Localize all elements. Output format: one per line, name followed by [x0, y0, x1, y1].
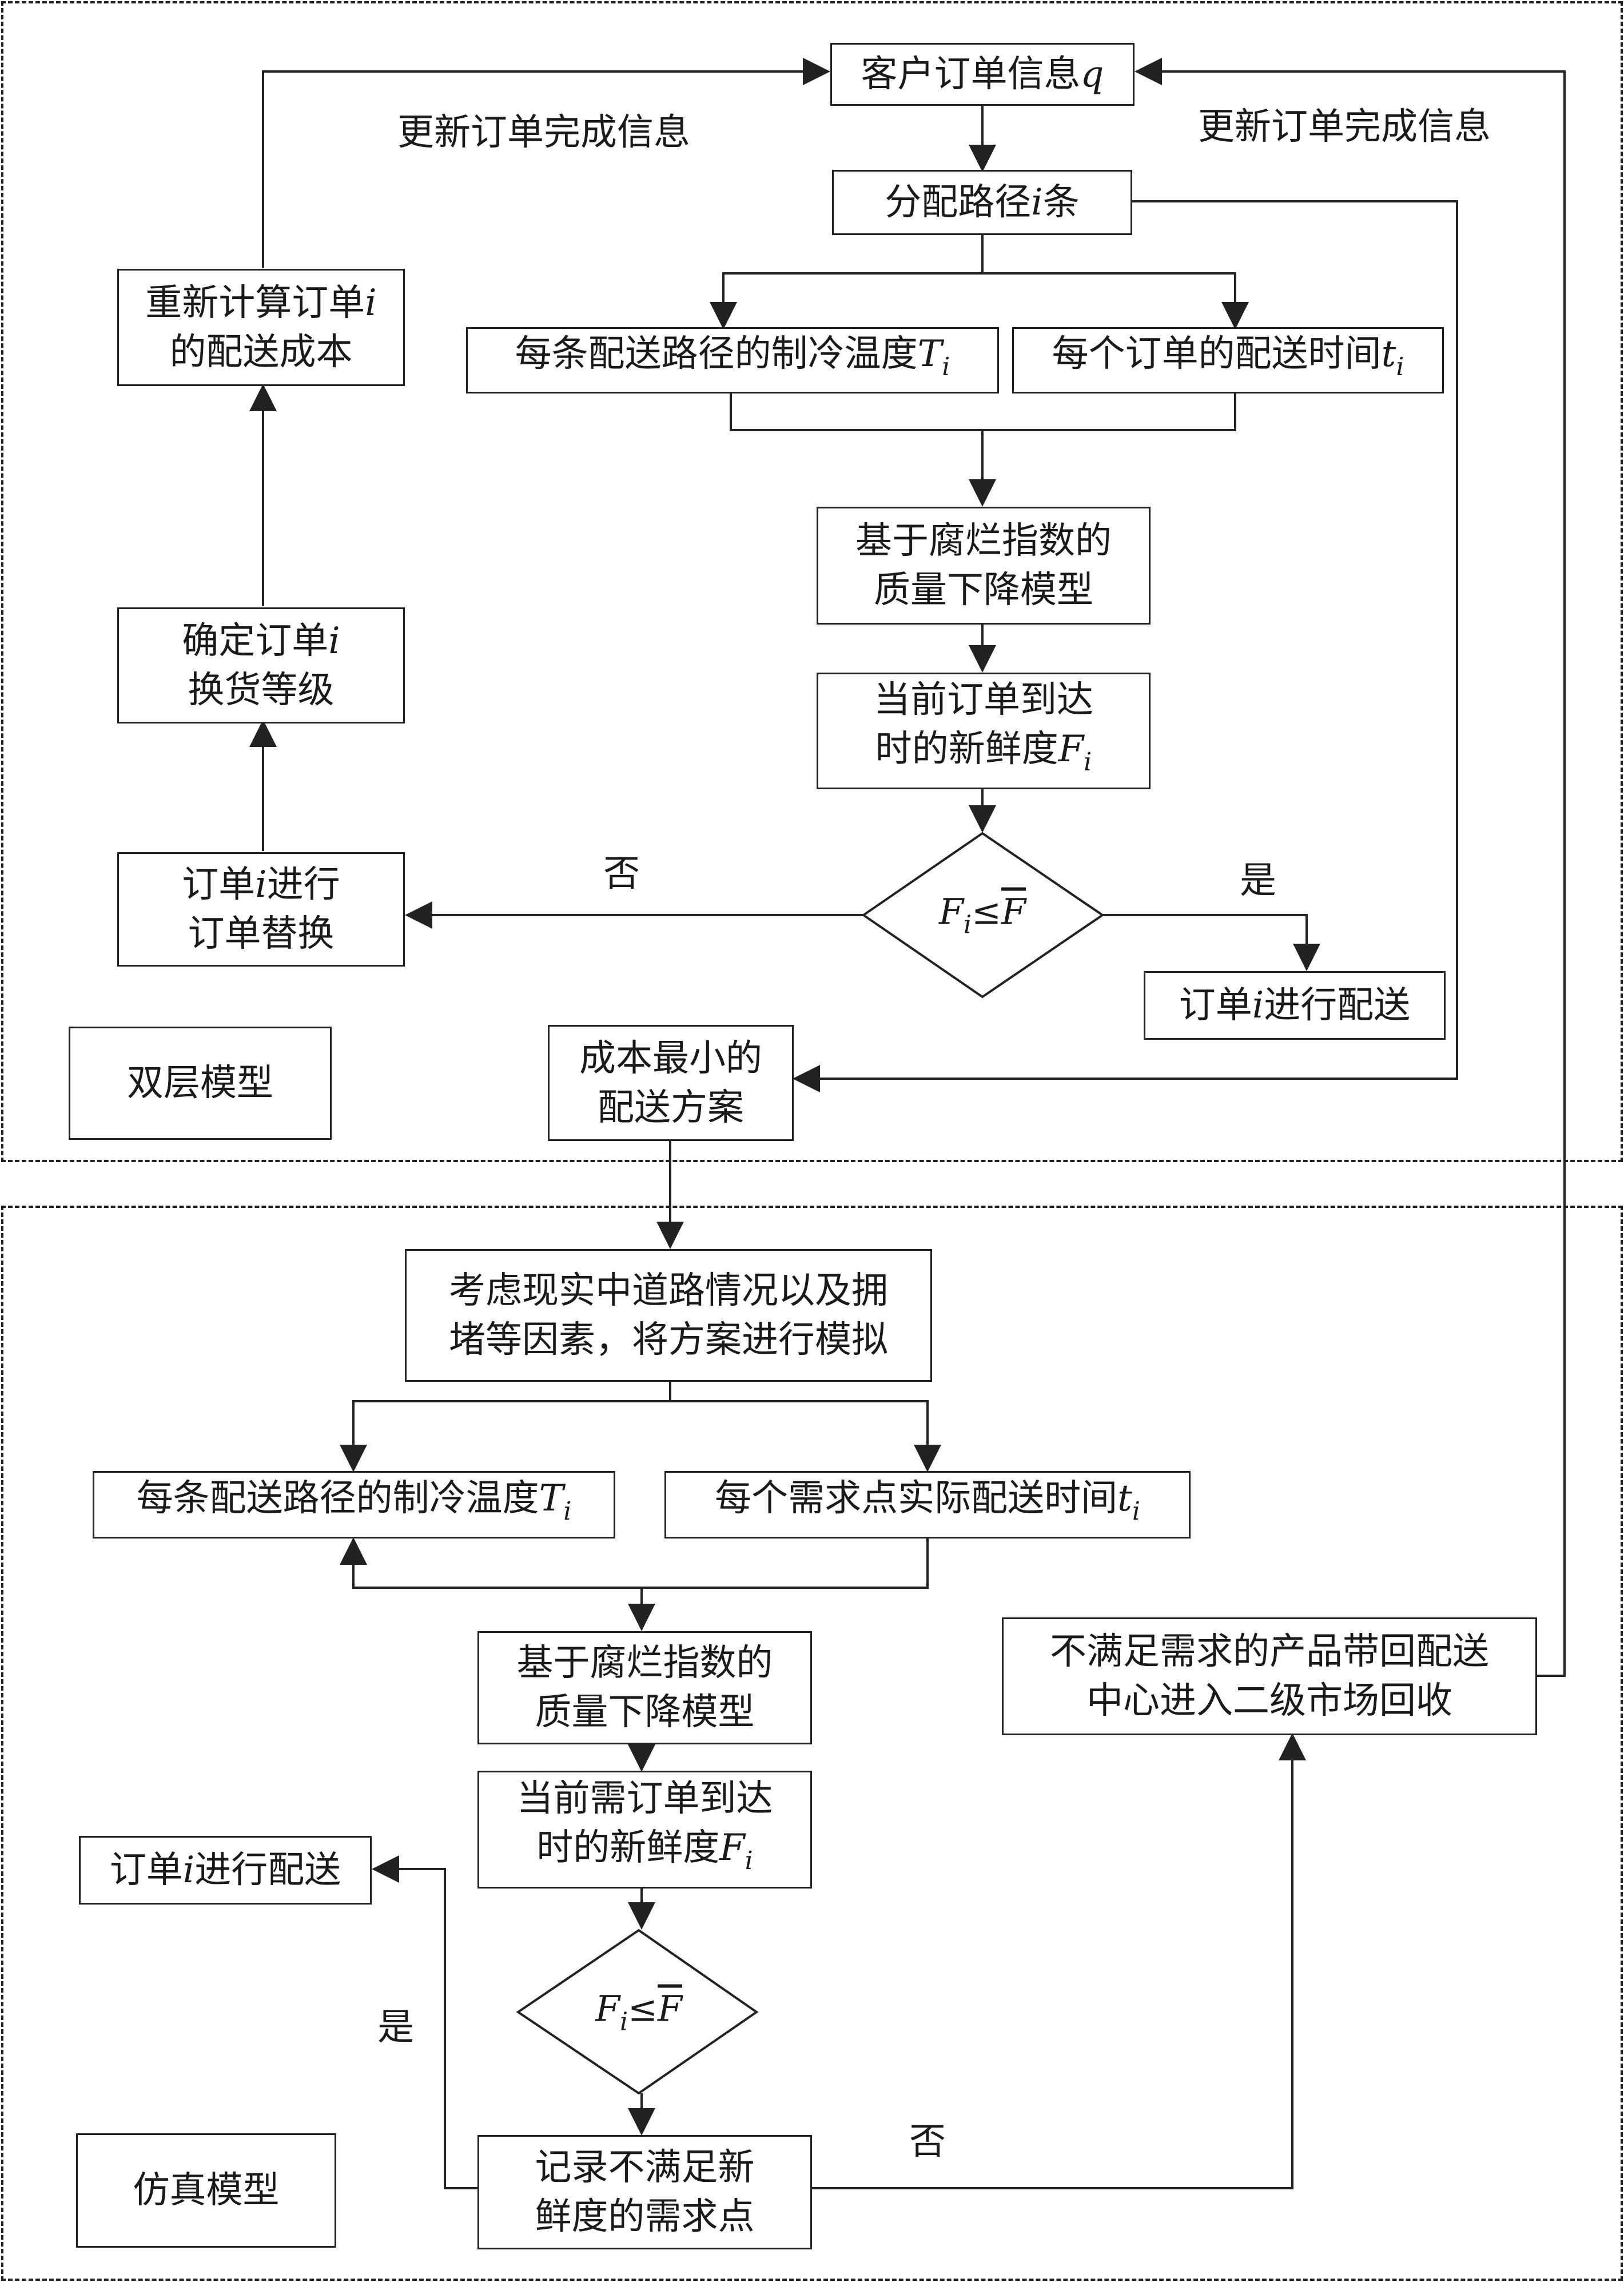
yes-label-simulation: 是	[377, 2006, 414, 2049]
bilevel-model-region	[1, 1, 1623, 1162]
deliver-order-box: 订单i进行配送	[1144, 971, 1446, 1040]
decision-diamond-bilevel	[861, 832, 1105, 999]
arrow-record-to-return	[811, 1733, 1306, 2189]
record-unfresh-points-box: 记录不满足新鲜度的需求点	[477, 2135, 812, 2249]
actual-delivery-time-box: 每个需求点实际配送时间ti	[664, 1471, 1191, 1538]
line-allocate-split	[710, 232, 984, 329]
delivery-time-box: 每个订单的配送时间ti	[1012, 327, 1444, 393]
return-products-box: 不满足需求的产品带回配送中心进入二级市场回收	[1002, 1617, 1537, 1735]
min-cost-plan-box: 成本最小的配送方案	[548, 1025, 794, 1141]
consider-road-conditions-box: 考虑现实中道路情况以及拥堵等因素，将方案进行模拟	[405, 1249, 932, 1382]
line-allocate-split-right	[982, 272, 1249, 329]
refrigeration-temp-box-sim: 每条配送路径的制冷温度Ti	[93, 1471, 615, 1538]
update-completion-label-right: 更新订单完成信息	[1198, 106, 1491, 148]
decision-freshness-threshold: Fi≤F	[938, 890, 1026, 940]
deliver-order-box-sim: 订单i进行配送	[79, 1836, 372, 1905]
decision-freshness-threshold-sim: Fi≤F	[595, 1987, 683, 2037]
refrigeration-temp-box: 每条配送路径的制冷温度Ti	[466, 327, 999, 393]
line-merge-sim	[340, 1537, 929, 1589]
decision-diamond-simulation	[516, 1929, 759, 2095]
arrow-allocate-to-mincost	[793, 200, 1458, 1092]
arrival-freshness-box: 当前订单到达时的新鲜度Fi	[817, 673, 1151, 789]
arrow-return-to-order	[1135, 58, 1566, 1677]
allocate-routes-box: 分配路径i条	[832, 170, 1132, 235]
line-simulate-split	[340, 1379, 671, 1472]
arrival-freshness-box-sim: 当前需订单到达时的新鲜度Fi	[477, 1771, 812, 1889]
no-label-simulation: 否	[909, 2121, 946, 2163]
arrow-recalc-to-order	[262, 58, 830, 268]
yes-label-bilevel: 是	[1240, 860, 1276, 902]
customer-order-info-box: 客户订单信息q	[830, 43, 1135, 106]
quality-decline-model-box-sim: 基于腐烂指数的质量下降模型	[477, 1631, 812, 1744]
bilevel-model-label-box: 双层模型	[69, 1027, 332, 1140]
arrow-decision-yes	[1102, 914, 1320, 971]
line-merge-to-quality	[730, 393, 1236, 431]
update-completion-label-left: 更新订单完成信息	[397, 112, 690, 154]
simulation-model-label-box: 仿真模型	[76, 2133, 336, 2248]
replace-order-box: 订单i进行订单替换	[117, 852, 405, 967]
no-label-bilevel: 否	[603, 853, 640, 895]
line-simulate-split-right	[670, 1400, 941, 1472]
arrow-decision-yes-sim	[372, 1855, 477, 2189]
quality-decline-model-box: 基于腐烂指数的质量下降模型	[817, 507, 1151, 625]
simulation-model-region	[1, 1206, 1623, 2281]
